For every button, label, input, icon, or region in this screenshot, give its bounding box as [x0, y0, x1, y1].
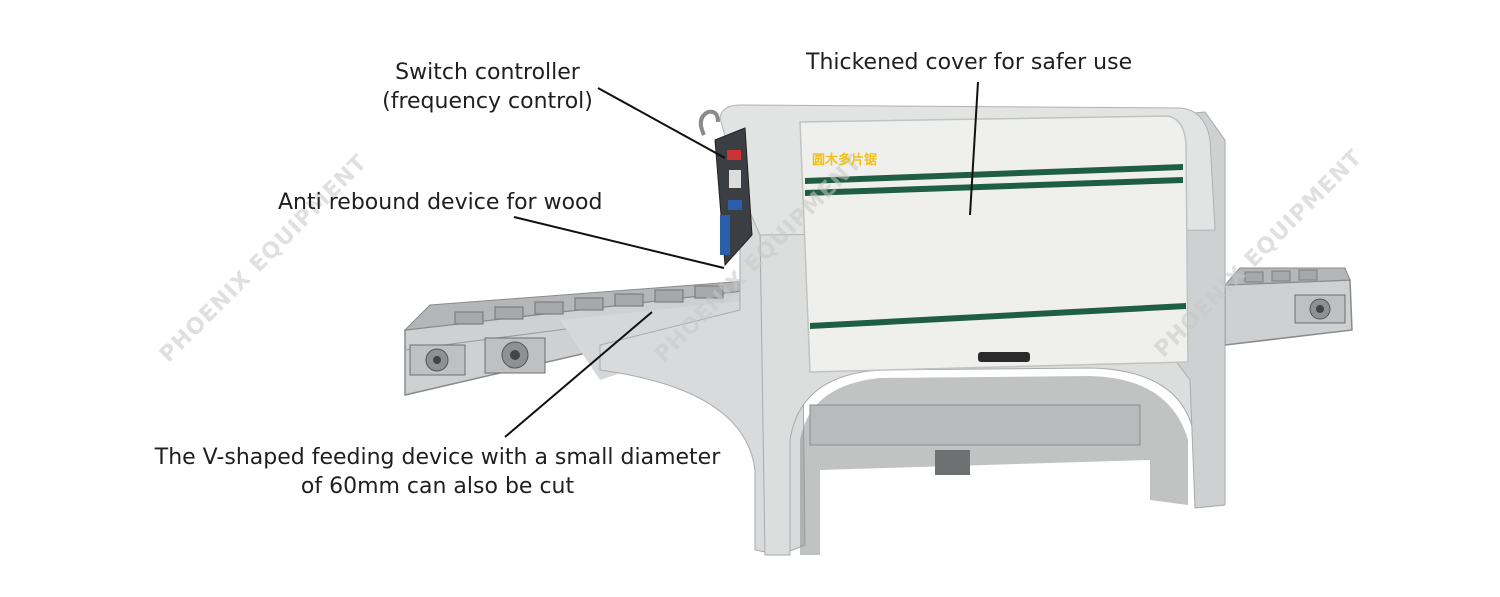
feeding-device-label: The V-shaped feeding device with a small…	[140, 443, 735, 501]
anti-rebound-label: Anti rebound device for wood	[278, 190, 603, 215]
cover-handle-icon	[978, 352, 1030, 362]
bearing-block-icon	[409, 344, 466, 376]
callout-lines	[504, 81, 979, 438]
bearing-block-icon	[1294, 294, 1346, 324]
switch-controller-line2: (frequency control)	[382, 89, 593, 114]
right-outfeed-conveyor	[1223, 267, 1353, 346]
control-panel	[714, 127, 753, 267]
machine-body	[599, 104, 1226, 556]
cover-label: Thickened cover for safer use	[806, 50, 1133, 75]
bearing-block-icon	[484, 337, 546, 374]
feeding-device-line1: The V-shaped feeding device with a small…	[154, 445, 721, 470]
switch-controller-label: Switch controller (frequency control)	[355, 58, 620, 116]
feeding-device-line2: of 60mm can also be cut	[300, 474, 575, 499]
cover-stripes	[805, 164, 1186, 329]
machine-label: 圆木多片锯	[812, 153, 878, 168]
switch-controller-line1: Switch controller	[395, 60, 580, 85]
